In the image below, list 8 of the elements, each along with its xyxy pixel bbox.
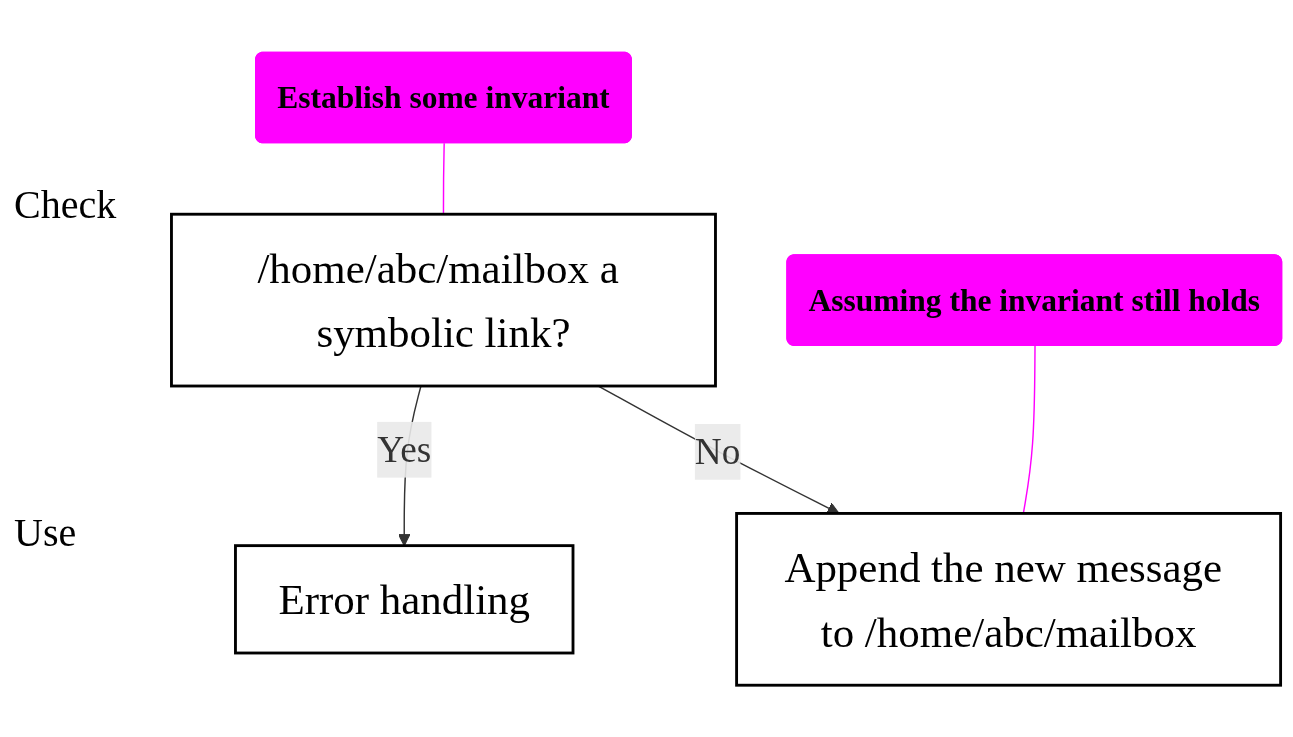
node-box: Error handling — [234, 543, 575, 655]
edge-label: No — [694, 430, 741, 473]
connector — [1022, 344, 1036, 514]
edge-label: Yes — [377, 428, 432, 471]
row-label: Check — [13, 180, 118, 228]
node-box: /home/abc/mailbox a symbolic link? — [170, 212, 717, 388]
node-box: Append the new message to /home/abc/mailbox — [735, 511, 1283, 687]
row-label: Use — [13, 509, 78, 557]
